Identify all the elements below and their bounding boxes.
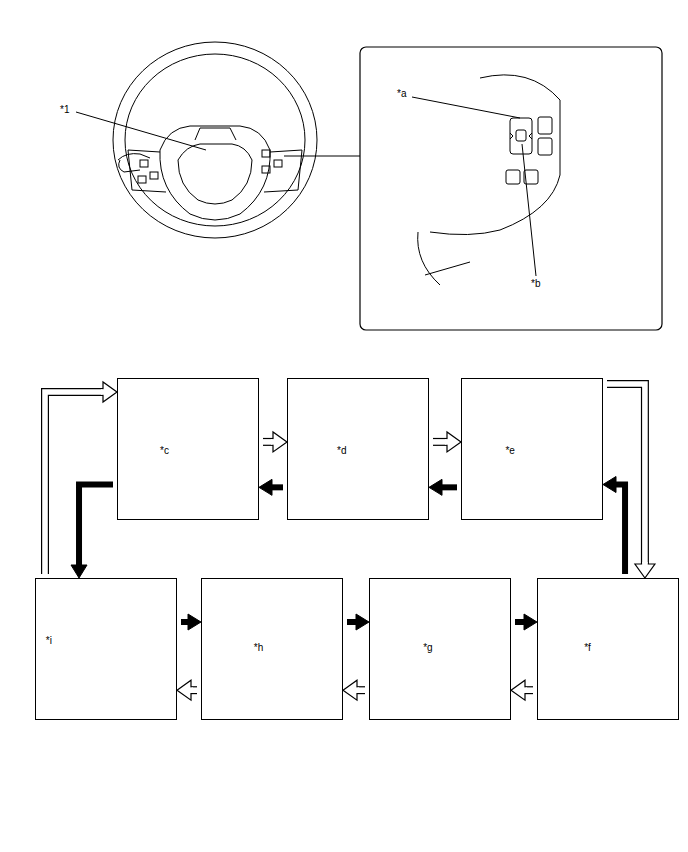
arrow-head bbox=[188, 614, 201, 630]
step-label: *h bbox=[254, 642, 263, 653]
step-box: *e bbox=[461, 378, 603, 520]
hollow-arrow bbox=[263, 432, 287, 452]
callout-label: *a bbox=[397, 88, 406, 99]
multi-switch bbox=[510, 118, 532, 154]
solid-arrow bbox=[603, 477, 625, 575]
step-label: *e bbox=[505, 445, 514, 456]
arrow-head bbox=[603, 477, 616, 493]
switch bbox=[140, 160, 148, 167]
arrow-head bbox=[273, 432, 287, 452]
back-switch bbox=[538, 117, 552, 134]
voice-switch bbox=[538, 138, 552, 155]
step-box: *i bbox=[35, 578, 177, 720]
solid-arrow bbox=[259, 479, 283, 495]
arrow-head bbox=[259, 479, 272, 495]
arrow-head bbox=[356, 614, 369, 630]
step-box: *h bbox=[201, 578, 343, 720]
step-label: *c bbox=[160, 445, 169, 456]
step-box: *g bbox=[369, 578, 511, 720]
arrow-join bbox=[190, 687, 194, 693]
leader-line bbox=[522, 144, 536, 276]
hollow-arrow bbox=[343, 680, 365, 700]
column-top bbox=[195, 128, 236, 140]
arrow-line bbox=[79, 485, 113, 566]
step-box: *f bbox=[537, 578, 679, 720]
hollow-arrow bbox=[177, 680, 197, 700]
step-label: *d bbox=[337, 445, 346, 456]
phone-switch bbox=[506, 170, 520, 184]
arrow-line bbox=[272, 484, 283, 490]
arrow-head bbox=[511, 680, 525, 700]
arrow-line bbox=[616, 485, 625, 575]
spoke-outline bbox=[418, 232, 440, 285]
arrow-head bbox=[177, 680, 191, 700]
hollow-arrow bbox=[511, 680, 533, 700]
inset-frame bbox=[360, 47, 662, 330]
solid-arrow bbox=[71, 485, 113, 579]
callout-label: *1 bbox=[60, 104, 69, 115]
arrow-fill bbox=[433, 439, 447, 445]
arrow-head bbox=[447, 432, 461, 452]
arrow-line bbox=[515, 619, 524, 625]
left-spoke bbox=[128, 150, 166, 192]
hand bbox=[118, 154, 150, 172]
step-box: *d bbox=[287, 378, 429, 520]
arrow-join bbox=[642, 562, 648, 566]
leader-line bbox=[76, 112, 206, 150]
arrow-outline bbox=[433, 438, 447, 446]
arrow-symbol bbox=[510, 133, 532, 139]
step-label: *g bbox=[423, 642, 432, 653]
solid-arrow bbox=[347, 614, 369, 630]
arrow-join bbox=[271, 439, 275, 445]
solid-arrow bbox=[181, 614, 201, 630]
arrow-line bbox=[347, 619, 356, 625]
arrow-head bbox=[635, 564, 655, 578]
enter-switch bbox=[516, 130, 526, 141]
wheel-pad bbox=[160, 126, 270, 220]
arrow-head bbox=[429, 479, 442, 495]
spoke-outline bbox=[425, 262, 470, 275]
switch bbox=[262, 166, 270, 173]
leader-line bbox=[412, 97, 520, 118]
arrow-join bbox=[356, 687, 360, 693]
hollow-arrow bbox=[45, 382, 117, 574]
switch bbox=[150, 172, 158, 179]
wheel-rim-inner bbox=[125, 54, 305, 226]
arrow-join bbox=[101, 389, 105, 395]
switch bbox=[262, 150, 270, 157]
arrow-head bbox=[103, 382, 117, 402]
switch bbox=[274, 160, 282, 167]
spoke-outline bbox=[430, 75, 560, 235]
step-box: *c bbox=[117, 378, 259, 520]
step-label: *f bbox=[584, 642, 591, 653]
arrow-head bbox=[71, 565, 87, 578]
solid-arrow bbox=[429, 479, 457, 495]
arrow-line bbox=[181, 619, 188, 625]
wheel-pad-inner bbox=[178, 144, 252, 204]
callout-label: *b bbox=[531, 278, 540, 289]
arrow-join bbox=[524, 687, 528, 693]
solid-arrow bbox=[515, 614, 537, 630]
leader-line bbox=[284, 156, 360, 157]
step-label: *i bbox=[46, 635, 52, 646]
hollow-arrow bbox=[433, 432, 461, 452]
wheel-rim-outer bbox=[113, 42, 317, 238]
arrow-head bbox=[343, 680, 357, 700]
arrow-head bbox=[524, 614, 537, 630]
arrow-line bbox=[442, 484, 457, 490]
arrow-join bbox=[445, 439, 449, 445]
switch bbox=[138, 176, 146, 183]
